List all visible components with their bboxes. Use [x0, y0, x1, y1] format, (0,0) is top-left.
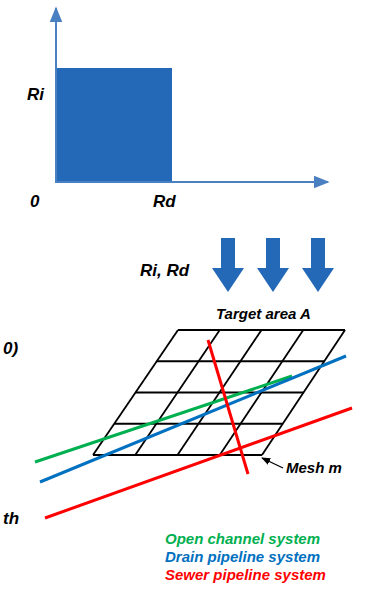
legend-entry: Open channel system: [163, 531, 322, 548]
legend-entry: Drain pipeline system: [163, 549, 322, 566]
sewer-branch-line: [208, 340, 248, 474]
axis-label: Ri: [27, 86, 44, 105]
legend-text: Drain pipeline system: [165, 548, 320, 565]
rainfall-block: [57, 68, 172, 181]
legend-text: Sewer pipeline system: [165, 566, 326, 583]
mesh-line: [136, 392, 304, 394]
open-channel-line: [35, 376, 292, 462]
area-label: Target area A: [214, 306, 313, 323]
x-axis: [55, 181, 328, 183]
mesh-line: [114, 423, 283, 425]
cut-text: 0): [3, 340, 18, 359]
mesh-line: [93, 454, 262, 456]
y-axis: [55, 8, 57, 182]
axis-origin: 0: [30, 193, 39, 212]
rain-label: Ri, Rd: [140, 262, 189, 281]
legend-text: Open channel system: [165, 530, 320, 547]
leader-line: [262, 458, 283, 468]
axis-label: Rd: [153, 193, 176, 212]
rain-arrows: [212, 238, 334, 292]
sewer-pipeline-line: [45, 408, 352, 518]
cut-text: th: [3, 510, 19, 529]
callout-label: Mesh m: [284, 460, 344, 477]
mesh-grid: [93, 330, 345, 455]
mesh-line: [220, 330, 304, 455]
drain-pipeline-line: [40, 356, 346, 482]
legend-entry: Sewer pipeline system: [163, 567, 328, 584]
